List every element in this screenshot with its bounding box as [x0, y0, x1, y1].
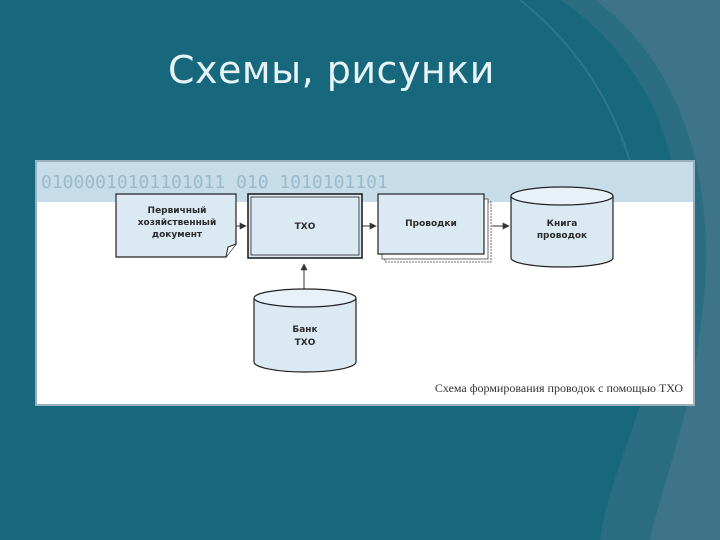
node-bank: Банк ТХО: [253, 288, 357, 373]
ledger-line1: Книга: [547, 219, 578, 229]
primary-doc-line3: документ: [152, 230, 203, 240]
diagram-canvas: 01000010101101011 010 1010101101 Первичн…: [37, 162, 693, 373]
node-ledger: Книга проводок: [510, 186, 614, 268]
node-postings: Проводки: [377, 193, 492, 263]
primary-doc-line1: Первичный: [148, 206, 207, 216]
node-txo: ТХО: [247, 193, 363, 259]
slide-title: Схемы, рисунки: [168, 48, 495, 92]
figure-caption: Схема формирования проводок с помощью ТХ…: [434, 381, 683, 395]
connectors: [235, 222, 510, 290]
node-primary-document: Первичный хозяйственный документ: [115, 193, 237, 258]
header-pattern-text: 01000010101101011 010 1010101101: [41, 172, 388, 193]
postings-label: Проводки: [405, 219, 457, 229]
bank-line2: ТХО: [295, 338, 316, 348]
ledger-line2: проводок: [537, 231, 587, 241]
txo-label: ТХО: [295, 222, 316, 232]
bank-line1: Банк: [292, 325, 317, 335]
primary-doc-line2: хозяйственный: [138, 218, 217, 228]
diagram-figure: 01000010101101011 010 1010101101 Первичн…: [35, 160, 695, 406]
